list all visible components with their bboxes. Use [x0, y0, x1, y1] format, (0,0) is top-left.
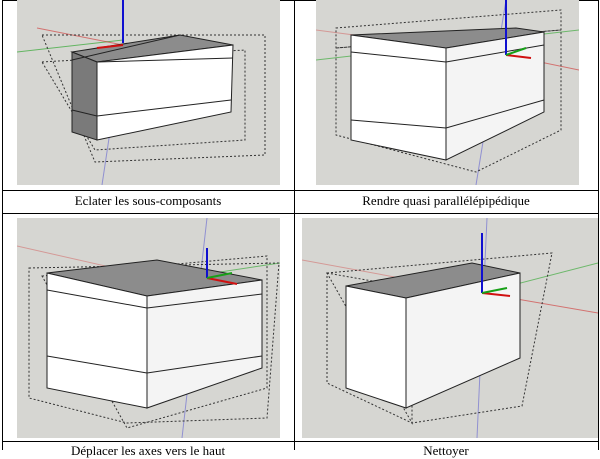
viewport-1 [17, 0, 280, 185]
model-render-1 [17, 0, 266, 185]
model-render-3 [17, 218, 280, 438]
caption-1: Eclater les sous-composants [74, 193, 222, 208]
table-border-right [598, 0, 599, 450]
table-border-top [2, 0, 598, 1]
model-render-2 [316, 0, 579, 185]
caption-2: Rendre quasi parallélépipédique [362, 193, 530, 208]
caption-3: Déplacer les axes vers le haut [70, 443, 226, 458]
table-row-divider [2, 441, 598, 442]
caption-4: Nettoyer [423, 443, 469, 458]
viewport-4 [302, 218, 598, 438]
table-border-left [2, 0, 3, 450]
table-row-divider [2, 213, 598, 214]
viewport-3 [17, 218, 280, 438]
viewport-2 [316, 0, 579, 185]
model-render-4 [302, 218, 598, 438]
table-row-divider [2, 190, 598, 191]
table-column-divider [294, 0, 295, 450]
